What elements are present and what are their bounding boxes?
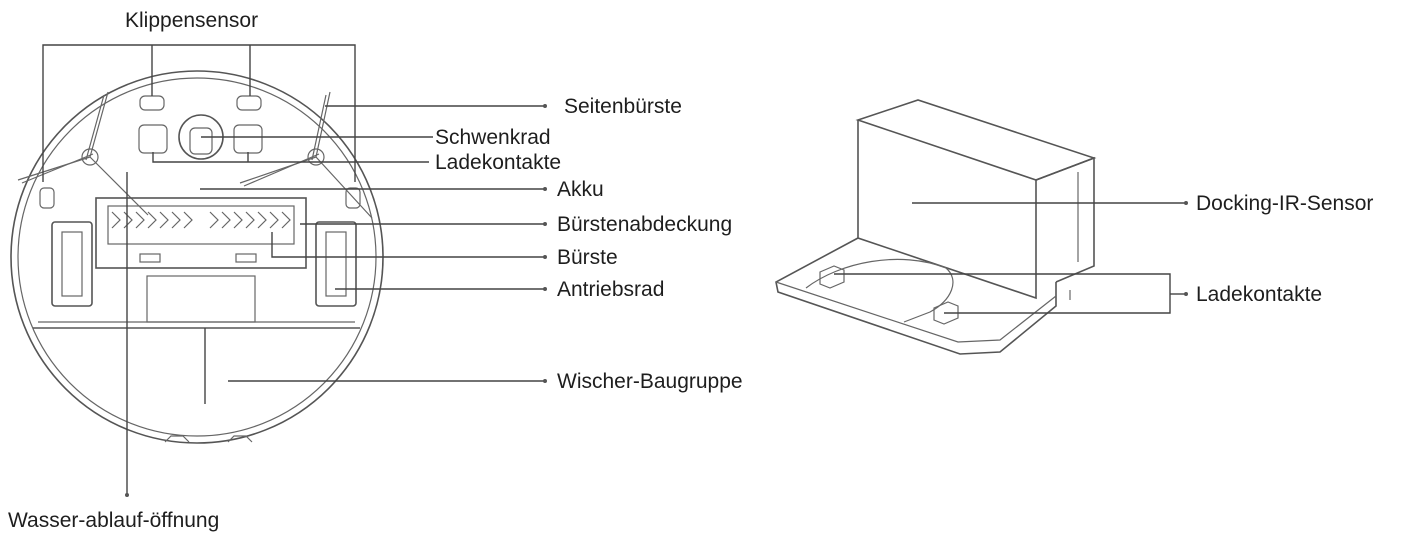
label-mop-assembly: Wischer-Baugruppe bbox=[557, 370, 743, 393]
label-brush-cover: Bürstenabdeckung bbox=[557, 213, 732, 236]
leader-lines bbox=[42, 44, 1188, 497]
label-water-drain: Wasser-ablauf-öffnung bbox=[8, 509, 219, 532]
label-charging-contacts-robot: Ladekontakte bbox=[435, 151, 561, 174]
label-brush: Bürste bbox=[557, 246, 618, 269]
label-cliff-sensor: Klippensensor bbox=[125, 9, 258, 32]
label-charging-contacts-dock: Ladekontakte bbox=[1196, 283, 1322, 306]
label-swivel-wheel: Schwenkrad bbox=[435, 126, 551, 149]
label-side-brush: Seitenbürste bbox=[564, 95, 682, 118]
docking-station-drawing bbox=[775, 99, 1097, 355]
label-drive-wheel: Antriebsrad bbox=[557, 278, 664, 301]
label-battery: Akku bbox=[557, 178, 604, 201]
label-docking-ir-sensor: Docking-IR-Sensor bbox=[1196, 192, 1373, 215]
